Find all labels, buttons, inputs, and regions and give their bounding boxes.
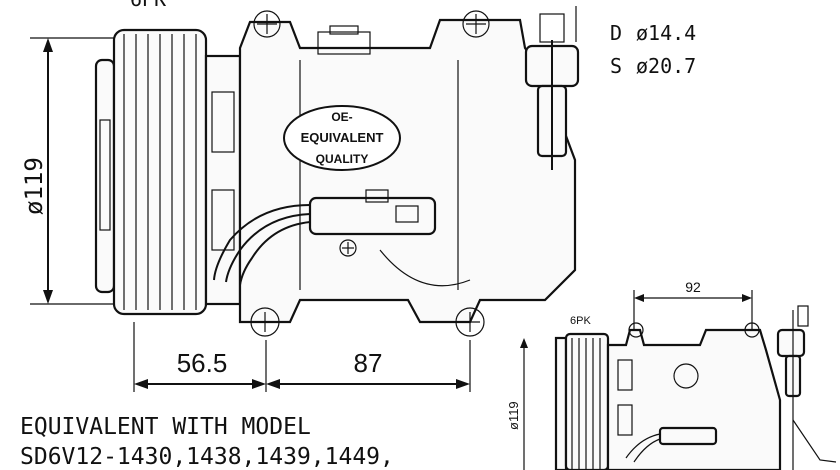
badge-line-1: OE- <box>331 110 352 124</box>
discharge-size: ø14.4 <box>636 21 696 45</box>
inset-height-label: ø119 <box>506 401 521 430</box>
pulley-label-top: 6PK <box>130 0 166 11</box>
suction-label: S <box>610 54 622 78</box>
oe-equivalent-badge: OE- EQUIVALENT QUALITY <box>283 105 401 171</box>
compressor-body <box>238 10 577 337</box>
dimension-left-label: 56.5 <box>177 348 228 378</box>
clutch-plate <box>94 58 116 294</box>
wire-connector <box>213 189 437 286</box>
caption-line-1: EQUIVALENT WITH MODEL <box>20 414 311 440</box>
height-dimension: ø119 <box>20 37 118 305</box>
caption-line-2: SD6V12-1430,1438,1439,1449, <box>20 444 394 470</box>
front-housing <box>204 54 242 306</box>
pulley <box>112 28 208 316</box>
port-sizes: D ø14.4 S ø20.7 <box>610 21 696 78</box>
port-fitting <box>524 6 580 170</box>
badge-line-2: EQUIVALENT <box>301 130 384 145</box>
main-compressor-view: 6PK ø119 <box>20 0 696 392</box>
inset-compressor-view: 92 6PK ø119 <box>506 279 837 470</box>
badge-line-3: QUALITY <box>316 152 369 166</box>
inset-pulley-label: 6PK <box>570 315 591 327</box>
model-caption: EQUIVALENT WITH MODEL SD6V12-1430,1438,1… <box>20 414 394 470</box>
discharge-label: D <box>610 21 622 45</box>
bottom-dimensions: 56.5 87 <box>133 322 471 392</box>
inset-width-label: 92 <box>685 279 701 295</box>
suction-size: ø20.7 <box>636 54 696 78</box>
dimension-right-label: 87 <box>354 348 383 378</box>
height-dimension-label: ø119 <box>20 157 48 215</box>
